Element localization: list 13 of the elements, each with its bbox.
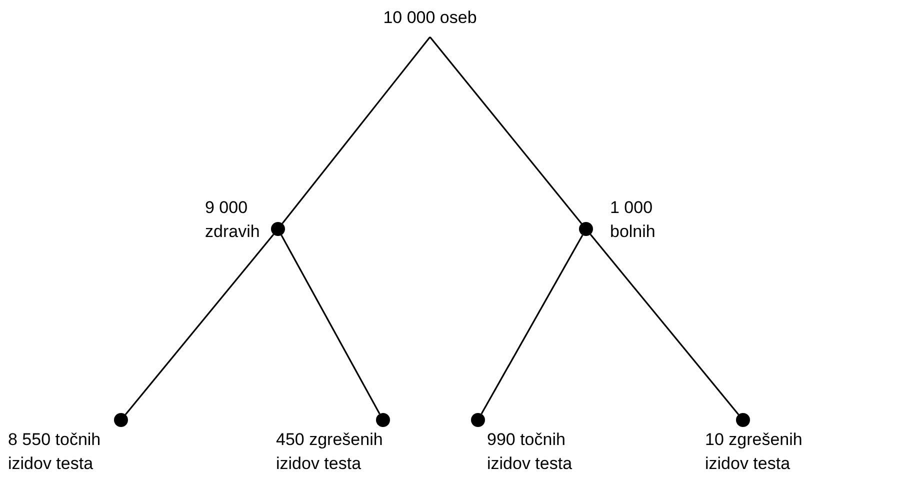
node-caption: 990 točnih izidov testa bbox=[487, 429, 574, 475]
root-label: 10 000 oseb bbox=[383, 6, 477, 30]
connector-line bbox=[429, 36, 582, 224]
node-caption: 10 zgrešenih izidov testa bbox=[705, 429, 804, 475]
connector-line bbox=[282, 36, 431, 224]
connector-line bbox=[480, 234, 584, 414]
node-caption: 450 zgrešenih izidov testa bbox=[276, 429, 384, 475]
connector-line bbox=[590, 234, 740, 416]
node-caption: 8 550 točnih izidov testa bbox=[8, 429, 102, 475]
connector-line bbox=[280, 234, 380, 414]
connector-line bbox=[124, 234, 274, 416]
node-caption: 9 000 zdravih bbox=[205, 197, 261, 243]
node-caption: 1 000 bolnih bbox=[610, 197, 656, 243]
